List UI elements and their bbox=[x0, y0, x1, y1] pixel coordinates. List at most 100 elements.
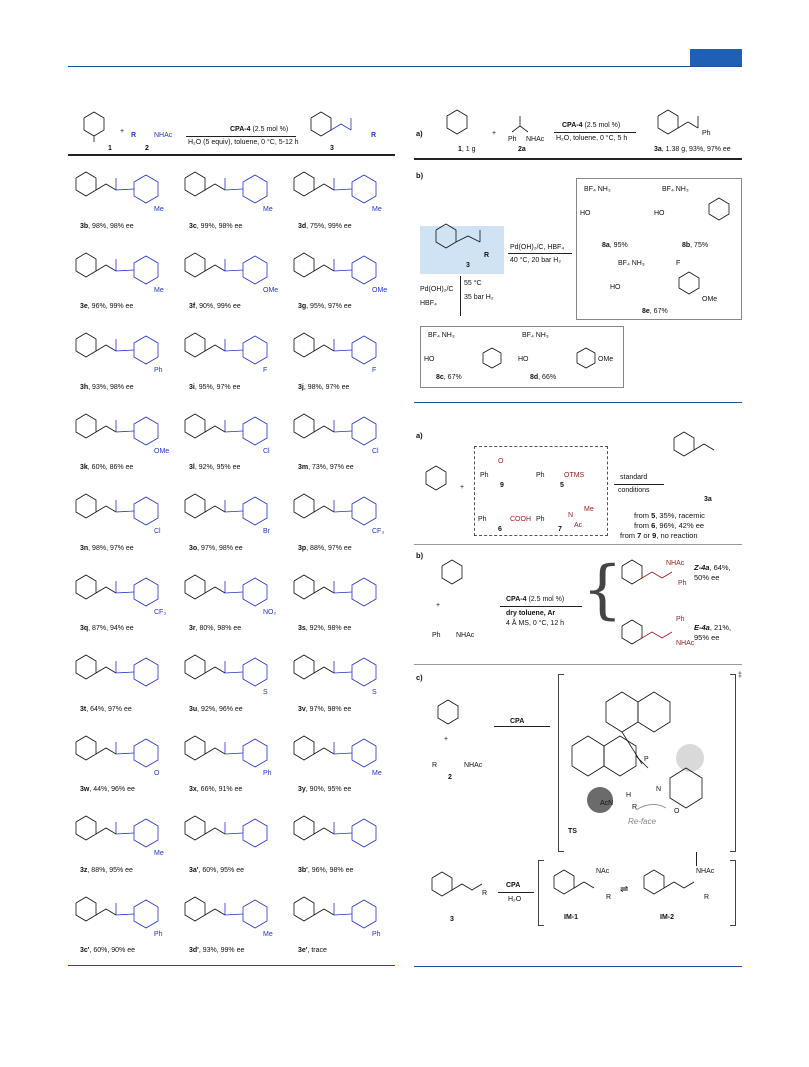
mech-c-im1-label: IM-1 bbox=[564, 914, 578, 921]
mech-a-imine bbox=[425, 465, 447, 491]
entry-result: , 73%, 97% ee bbox=[308, 464, 354, 471]
right-b-8d-label: 8d, 66% bbox=[530, 374, 557, 381]
entry-result: , 92%, 98% ee bbox=[305, 625, 352, 632]
entry-substituent: OMe bbox=[263, 286, 279, 294]
entry-substituent: Me bbox=[154, 850, 164, 857]
entry-id: 3r bbox=[189, 625, 196, 632]
mech-c-n-ts: N bbox=[656, 786, 662, 793]
entry-caption: 3l, 92%, 95% ee bbox=[189, 464, 240, 472]
right-top-panel-rule bbox=[414, 402, 742, 403]
entry-substituent: Me bbox=[263, 206, 273, 213]
entry-structure bbox=[293, 654, 377, 687]
entry-substituent: Cl bbox=[372, 447, 379, 455]
right-a-plus: + bbox=[492, 130, 497, 137]
mech-b-ph: Ph bbox=[432, 632, 441, 639]
left-footer-rule bbox=[68, 965, 395, 966]
mech-a-7-n: N bbox=[568, 512, 574, 519]
mech-c-cpa-back: CPA bbox=[506, 882, 521, 889]
left-header-rule bbox=[68, 154, 395, 156]
right-mech-panel: a) + Ph O 9 Ph OTMS 5 Ph COOH 6 Ph N Me … bbox=[414, 420, 742, 968]
entry-caption: 3b', 96%, 98% ee bbox=[298, 867, 353, 875]
mech-c-tag: c) bbox=[416, 673, 423, 682]
entry-structure bbox=[293, 332, 377, 365]
entry-cell: 3b', 96%, 98% ee bbox=[286, 802, 395, 883]
entry-substituent: Me bbox=[154, 286, 164, 294]
entry-id: 3p bbox=[298, 544, 307, 552]
right-b-8d-ring bbox=[576, 347, 596, 369]
entry-id: 3b' bbox=[298, 866, 308, 874]
entry-result: , 95%, 97% ee bbox=[306, 303, 352, 310]
mech-c-dagger: ‡ bbox=[738, 672, 742, 679]
mech-a-rule bbox=[414, 544, 742, 545]
right-a-rule bbox=[414, 158, 742, 160]
right-b-8c-label: 8c, 67% bbox=[436, 374, 462, 381]
entry-result: , 60%, 86% ee bbox=[87, 464, 134, 471]
entry-result: , 93%, 98% ee bbox=[88, 383, 134, 391]
entry-substituent: Br bbox=[263, 528, 270, 535]
entry-structure bbox=[293, 493, 377, 526]
entry-result: , 92%, 96% ee bbox=[197, 705, 243, 713]
right-b-8e-label: 8e, 67% bbox=[642, 308, 668, 315]
right-b-8e-ho: HO bbox=[610, 284, 621, 291]
entry-substituent: NO₂ bbox=[263, 608, 277, 616]
left-scheme: 1 + R NHAc 2 CPA-4 (2.5 mol %) H₂O (5 eq… bbox=[68, 100, 395, 966]
entry-result: , 98%, 97% ee bbox=[303, 383, 350, 391]
right-top-panel: a) 1, 1 g + Ph NHAc 2a CPA-4 (2.5 mol %)… bbox=[414, 100, 742, 405]
entry-result: , 66%, 91% ee bbox=[196, 786, 243, 793]
mech-c-nhac: NHAc bbox=[464, 762, 483, 769]
entry-structure bbox=[75, 896, 159, 928]
mech-b-z-ee: 50% ee bbox=[694, 573, 720, 582]
entry-id: 3y bbox=[298, 786, 306, 793]
entry-id: 3k bbox=[80, 464, 88, 471]
entry-result: , 98%, 98% ee bbox=[88, 222, 134, 230]
right-b-substrate bbox=[435, 223, 481, 249]
entry-result: , 95%, 97% ee bbox=[194, 383, 241, 391]
mech-b-e-product bbox=[621, 619, 673, 645]
mech-c-im-bracket-right bbox=[730, 860, 736, 926]
entry-substituent: Cl bbox=[154, 528, 161, 535]
mech-b-e-ee: 95% ee bbox=[694, 633, 720, 642]
mech-c-down-arrow bbox=[696, 852, 697, 866]
entry-substituent: Me bbox=[372, 769, 382, 777]
right-a-sm1 bbox=[446, 109, 468, 135]
right-b-8e-ring bbox=[678, 271, 700, 295]
entry-id: 3d' bbox=[189, 947, 199, 954]
entry-structure bbox=[75, 493, 159, 526]
entry-result: , 96%, 98% ee bbox=[307, 866, 354, 874]
right-b-tag: b) bbox=[416, 171, 424, 180]
entry-substituent: O bbox=[154, 769, 160, 777]
mech-c-product-label: 3 bbox=[450, 916, 454, 923]
entry-result: , 60%, 95% ee bbox=[198, 866, 244, 874]
header-accent-block bbox=[690, 49, 742, 66]
entry-structure bbox=[293, 252, 377, 284]
entry-substituent: Me bbox=[154, 206, 164, 213]
left-plus: + bbox=[120, 128, 125, 135]
left-reaction-arrow bbox=[186, 136, 296, 137]
entry-id: 3s bbox=[298, 625, 306, 632]
mech-c-back-arrow bbox=[498, 892, 534, 893]
entry-id: 3n bbox=[80, 544, 89, 552]
left-product-r: R bbox=[371, 132, 377, 139]
entry-structure bbox=[184, 815, 268, 848]
entry-caption: 3s, 92%, 98% ee bbox=[298, 625, 351, 633]
mech-c-acn: AcN bbox=[600, 800, 614, 807]
entry-id: 3t bbox=[80, 705, 87, 713]
mech-b-plus: + bbox=[436, 602, 441, 609]
right-b-8d-ome: OMe bbox=[598, 356, 614, 363]
left-sm2-r: R bbox=[131, 132, 137, 139]
entry-caption: 3v, 97%, 98% ee bbox=[298, 706, 351, 714]
mech-c-im2-r: R bbox=[704, 894, 710, 901]
mech-c-imine bbox=[437, 699, 459, 725]
mech-a-9-ph: Ph bbox=[480, 472, 489, 479]
left-sm1-structure bbox=[83, 111, 105, 142]
entry-structure bbox=[184, 896, 268, 928]
entry-id: 3v bbox=[298, 705, 306, 713]
mech-c-im2 bbox=[643, 869, 695, 895]
